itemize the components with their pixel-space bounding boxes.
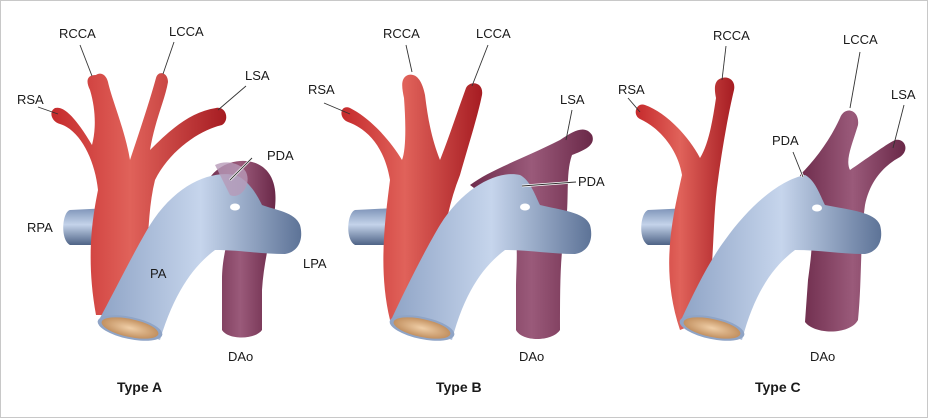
label-pa-a: PA	[150, 266, 167, 281]
aorta-shape-b	[341, 74, 483, 320]
label-lsa-a: LSA	[245, 68, 270, 83]
panel-type-a: RCCA LCCA LSA RSA PDA RPA PA LPA DAo Typ…	[17, 24, 327, 395]
label-pda-a: PDA	[267, 148, 294, 163]
panel-type-b: RCCA LCCA LSA RSA PDA DAo Type B	[308, 26, 605, 395]
leader-lines-c	[627, 45, 905, 178]
label-dao-a: DAo	[228, 349, 253, 364]
label-rsa-c: RSA	[618, 82, 645, 97]
type-c-vessel-illustration	[635, 77, 906, 341]
label-pda-c: PDA	[772, 133, 799, 148]
type-a-vessel-illustration	[51, 73, 302, 346]
label-rpa-a: RPA	[27, 220, 53, 235]
label-rsa-a: RSA	[17, 92, 44, 107]
panel-title-a: Type A	[117, 379, 162, 395]
label-rcca-c: RCCA	[713, 28, 750, 43]
leader-lines-b	[323, 44, 577, 188]
label-rcca-a: RCCA	[59, 26, 96, 41]
label-lpa-a: LPA	[303, 256, 327, 271]
label-dao-b: DAo	[519, 349, 544, 364]
type-b-vessel-illustration	[341, 74, 593, 341]
panel-type-c: RCCA LCCA LSA RSA PDA DAo Type C	[618, 28, 916, 395]
label-pda-b: PDA	[578, 174, 605, 189]
leader-lines-a	[37, 41, 253, 181]
pulmonary-artery-shape-b	[392, 174, 592, 340]
label-lcca-c: LCCA	[843, 32, 878, 47]
label-lsa-b: LSA	[560, 92, 585, 107]
pulmonary-artery-shape-c	[682, 175, 882, 340]
label-rcca-b: RCCA	[383, 26, 420, 41]
label-lcca-a: LCCA	[169, 24, 204, 39]
panel-title-b: Type B	[436, 379, 482, 395]
label-rsa-b: RSA	[308, 82, 335, 97]
label-dao-c: DAo	[810, 349, 835, 364]
label-lcca-b: LCCA	[476, 26, 511, 41]
label-lsa-c: LSA	[891, 87, 916, 102]
panel-title-c: Type C	[755, 379, 801, 395]
